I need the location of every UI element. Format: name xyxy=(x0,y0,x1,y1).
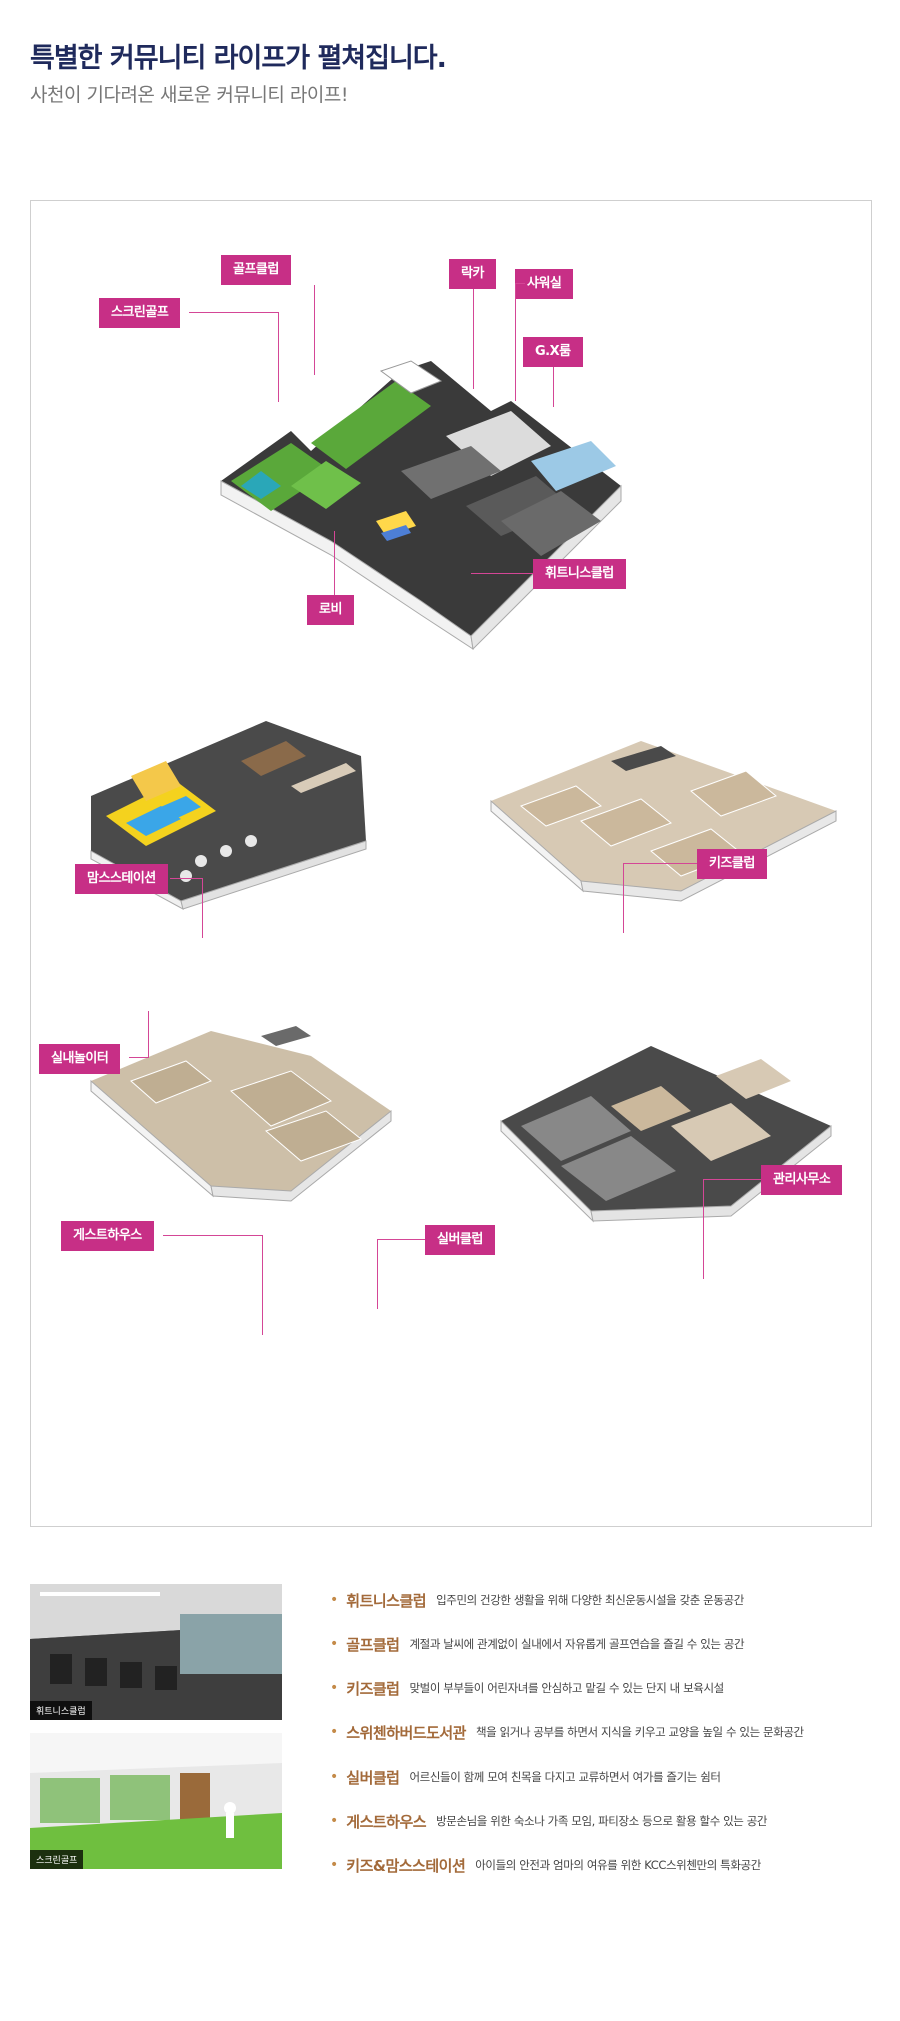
bullet-icon: • xyxy=(330,1813,339,1829)
label-indoor-play: 실내놀이터 xyxy=(39,1044,121,1074)
moms-floorplan xyxy=(90,701,391,910)
feature-name: 키즈클럽 xyxy=(346,1679,400,1698)
main-floorplan-drawing xyxy=(220,360,622,651)
label-shower: 샤워실 xyxy=(515,269,574,299)
feature-desc: 계절과 날씨에 관계없이 실내에서 자유롭게 골프연습을 즐길 수 있는 공간 xyxy=(409,1637,745,1651)
feature-name: 게스트하우스 xyxy=(346,1812,427,1831)
page-title: 특별한 커뮤니티 라이프가 펼쳐집니다. xyxy=(30,43,447,74)
photo-fitness: 휘트니스클럽 xyxy=(30,1584,282,1720)
bullet-icon: • xyxy=(330,1857,339,1873)
guesthouse-floorplan xyxy=(90,1011,431,1241)
label-screen-golf: 스크린골프 xyxy=(99,298,181,328)
label-management: 관리사무소 xyxy=(761,1165,843,1195)
photo-screen-golf: 스크린골프 xyxy=(30,1733,282,1869)
label-moms-station: 맘스스테이션 xyxy=(75,864,168,894)
photo-screen-golf-caption: 스크린골프 xyxy=(30,1850,84,1869)
management-floorplan xyxy=(500,1031,841,1261)
label-fitness: 휘트니스클럽 xyxy=(533,559,626,589)
leader-screen-golf xyxy=(189,312,279,402)
feature-item: • 키즈클럽 맞벌이 부부들이 어린자녀를 안심하고 맡길 수 있는 단지 내 … xyxy=(330,1675,724,1701)
feature-item: • 키즈&맘스스테이션 아이들의 안전과 엄마의 여유를 위한 KCC스위첸만의… xyxy=(330,1852,761,1878)
leader-fitness xyxy=(471,573,533,574)
feature-item: • 실버클럽 어르신들이 함께 모여 친목을 다지고 교류하면서 여가를 즐기는… xyxy=(330,1764,721,1790)
leader-silver-club xyxy=(377,1239,425,1309)
feature-item: • 골프클럽 계절과 날씨에 관계없이 실내에서 자유롭게 골프연습을 즐길 수… xyxy=(330,1631,745,1657)
feature-desc: 맞벌이 부부들이 어린자녀를 안심하고 맡길 수 있는 단지 내 보육시설 xyxy=(409,1681,724,1695)
feature-name: 골프클럽 xyxy=(346,1635,400,1654)
photo-fitness-caption: 휘트니스클럽 xyxy=(30,1701,92,1720)
page-subtitle: 사천이 기다려온 새로운 커뮤니티 라이프! xyxy=(30,84,348,106)
label-guest-house: 게스트하우스 xyxy=(61,1221,154,1251)
feature-item: • 스위첸하버드도서관 책을 읽거나 공부를 하면서 지식을 키우고 교양을 높… xyxy=(330,1719,804,1745)
feature-name: 스위첸하버드도서관 xyxy=(346,1723,466,1742)
leader-guest-house xyxy=(163,1235,263,1335)
bullet-icon: • xyxy=(330,1592,339,1608)
leader-locker xyxy=(473,289,474,389)
bullet-icon: • xyxy=(330,1724,339,1740)
feature-desc: 입주민의 건강한 생활을 위해 다양한 최신운동시설을 갖춘 운동공간 xyxy=(436,1593,744,1607)
feature-desc: 어르신들이 함께 모여 친목을 다지고 교류하면서 여가를 즐기는 쉼터 xyxy=(409,1770,721,1784)
feature-item: • 게스트하우스 방문손님을 위한 숙소나 가족 모임, 파티장소 등으로 활용… xyxy=(330,1808,768,1834)
floorplan-frame: 골프클럽 스크린골프 락카 샤워실 G.X룸 휘트니스클럽 로비 맘스스테이션 … xyxy=(30,200,872,1527)
feature-name: 휘트니스클럽 xyxy=(346,1591,427,1610)
photo-screen-golf-image xyxy=(30,1733,282,1869)
leader-lobby xyxy=(334,531,335,595)
feature-item: • 휘트니스클럽 입주민의 건강한 생활을 위해 다양한 최신운동시설을 갖춘 … xyxy=(330,1587,744,1613)
leader-golf-club xyxy=(281,285,315,375)
bullet-icon: • xyxy=(330,1680,339,1696)
label-kids-club: 키즈클럽 xyxy=(697,849,767,879)
leader-management xyxy=(703,1179,761,1279)
label-locker: 락카 xyxy=(449,259,496,289)
bullet-icon: • xyxy=(330,1636,339,1652)
guesthouse-floorplan-drawing xyxy=(90,1026,392,1202)
feature-desc: 책을 읽거나 공부를 하면서 지식을 키우고 교양을 높일 수 있는 문화공간 xyxy=(475,1725,804,1739)
feature-desc: 방문손님을 위한 숙소나 가족 모임, 파티장소 등으로 활용 할수 있는 공간 xyxy=(436,1814,768,1828)
leader-indoor-play xyxy=(129,1011,149,1058)
feature-desc: 아이들의 안전과 엄마의 여유를 위한 KCC스위첸만의 특화공간 xyxy=(475,1858,761,1872)
management-floorplan-drawing xyxy=(500,1046,832,1223)
photo-fitness-image xyxy=(30,1584,282,1720)
bullet-icon: • xyxy=(330,1769,339,1785)
leader-shower xyxy=(515,283,525,401)
leader-kids-club xyxy=(623,863,697,933)
leader-moms-station xyxy=(170,878,203,938)
leader-gx-room xyxy=(553,367,554,407)
label-golf-club: 골프클럽 xyxy=(221,255,291,285)
label-lobby: 로비 xyxy=(307,595,354,625)
label-silver-club: 실버클럽 xyxy=(425,1225,495,1255)
moms-floorplan-drawing xyxy=(90,721,367,910)
feature-name: 키즈&맘스스테이션 xyxy=(346,1856,466,1875)
main-floorplan xyxy=(201,271,791,671)
label-gx-room: G.X룸 xyxy=(523,337,583,367)
feature-name: 실버클럽 xyxy=(346,1768,400,1787)
